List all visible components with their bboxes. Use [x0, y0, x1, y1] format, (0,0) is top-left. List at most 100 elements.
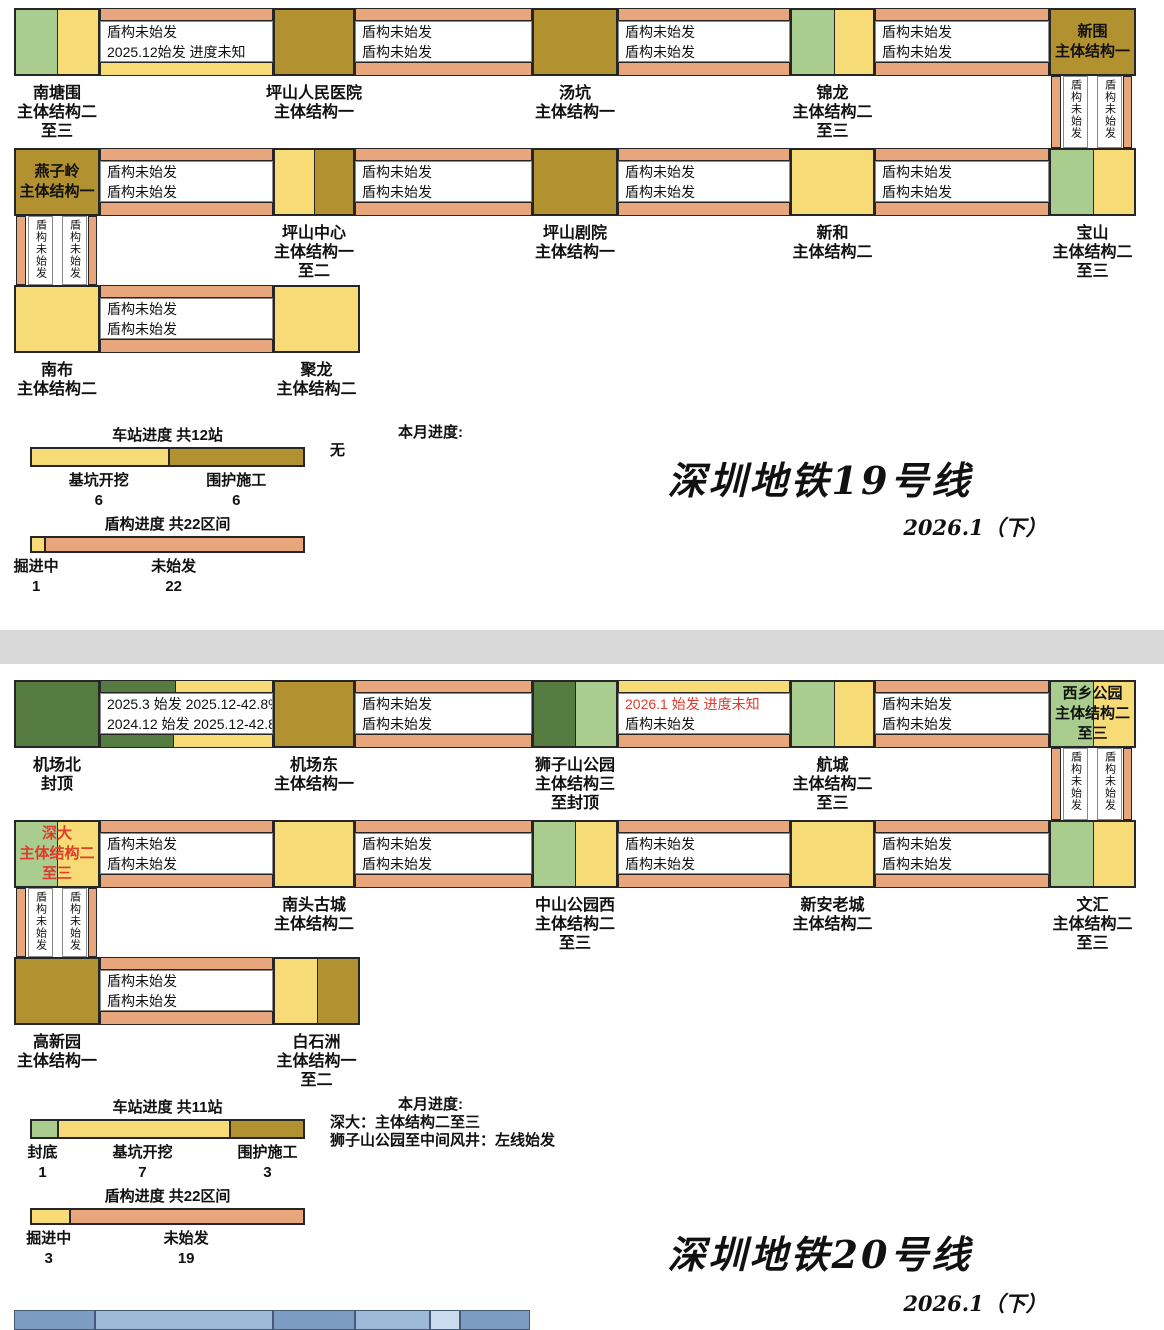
legend-segment [57, 1121, 229, 1137]
station-label-line: 中山公园西 [485, 896, 665, 915]
station-label-line: 坪山人民医院 [224, 84, 404, 103]
station-label: 南布主体结构二 [0, 361, 147, 399]
station-fill [314, 150, 353, 214]
tunnel-strip-segment [619, 9, 789, 20]
legend-segment-count: 6 [39, 491, 159, 511]
vertical-connector: 盾构未始发盾构未始发 [14, 888, 100, 957]
legend-segment [168, 449, 304, 465]
tunnel-strip-top [355, 148, 532, 161]
station-label-line: 主体结构一 [224, 103, 404, 122]
chart-subtitle: 2026.1（下） [865, 512, 1085, 542]
bottom-partial-segment [14, 1310, 95, 1330]
station-fill [1093, 150, 1135, 214]
station-label: 新安老城主体结构二 [743, 896, 923, 934]
station-label-line: 至三 [1003, 262, 1164, 281]
tunnel-strip-bottom [618, 874, 790, 888]
station-fill [275, 959, 317, 1023]
connector-status-line: 盾构未始发 [1102, 749, 1118, 819]
station-label-line: 主体结构二 [227, 380, 407, 399]
tunnel-strip-bottom [355, 874, 532, 888]
tunnel-status-line: 盾构未始发 [362, 835, 531, 854]
tunnel-status-line: 盾构未始发 [625, 163, 789, 182]
tunnel-strip-segment [101, 958, 272, 969]
tunnel-status-box: 盾构未始发盾构未始发 [355, 833, 532, 874]
station-label: 狮子山公园主体结构三至封顶 [485, 756, 665, 813]
tunnel-strip-bottom [618, 202, 790, 216]
legend-segment-count: 3 [207, 1163, 327, 1183]
station-name: 燕子岭主体结构一 [16, 150, 98, 214]
tunnel-strip-segment [619, 821, 789, 832]
tunnel-strip-segment [876, 9, 1048, 20]
tunnel-status-line: 盾构未始发 [362, 715, 531, 734]
station-fill [1093, 822, 1135, 886]
station-fill [534, 150, 616, 214]
legend-title: 盾构进度 共22区间 [30, 513, 305, 534]
tunnel-status-line: 盾构未始发 [882, 695, 1048, 714]
legend-bar [30, 1119, 305, 1139]
station-label-line: 主体结构二 [224, 915, 404, 934]
station-name: 西乡公园主体结构二至三 [1051, 682, 1134, 746]
station-label-line: 白石洲 [227, 1033, 407, 1052]
tunnel-strip-segment [356, 875, 531, 887]
tunnel-status-line: 盾构未始发 [362, 855, 531, 874]
tunnel-status-line: 盾构未始发 [625, 855, 789, 874]
tunnel-status-line: 盾构未始发 [625, 23, 789, 42]
station-name-line: 主体结构一 [16, 182, 98, 202]
station-name-line: 新围 [1051, 22, 1134, 42]
station-label-line: 主体结构二 [1003, 243, 1164, 262]
connector-strip-right [1123, 748, 1132, 820]
bottom-partial-segment [273, 1310, 355, 1330]
legend-segment [44, 538, 303, 551]
tunnel: 盾构未始发盾构未始发 [100, 957, 273, 1025]
tunnel: 2026.1 始发 进度未知盾构未始发 [618, 680, 790, 748]
station-label-line: 至三 [0, 122, 147, 141]
tunnel-strip-segment [876, 63, 1048, 75]
station-label: 中山公园西主体结构二至三 [485, 896, 665, 953]
station-block [14, 8, 100, 76]
connector-strip-left [16, 888, 26, 957]
station-fill [16, 959, 98, 1023]
station-label: 机场东主体结构一 [224, 756, 404, 794]
station-label-line: 坪山剧院 [485, 224, 665, 243]
station-label-line: 封顶 [0, 775, 147, 794]
legend-segment-name: 掘进中 [0, 1229, 109, 1249]
tunnel: 盾构未始发盾构未始发 [875, 8, 1049, 76]
bottom-partial-segment [355, 1310, 430, 1330]
tunnel-status-line: 盾构未始发 [362, 43, 531, 62]
station-label-line: 主体结构二 [485, 915, 665, 934]
station-label-line: 汤坑 [485, 84, 665, 103]
station-label: 机场北封顶 [0, 756, 147, 794]
tunnel-strip-segment [356, 735, 531, 747]
tunnel-strip-segment [101, 286, 272, 297]
station-block [1049, 148, 1136, 216]
station-label: 白石洲主体结构一至二 [227, 1033, 407, 1090]
vertical-connector: 盾构未始发盾构未始发 [14, 216, 100, 285]
station-name: 新围主体结构一 [1051, 10, 1134, 74]
station-fill [57, 10, 98, 74]
station-fill [575, 822, 616, 886]
tunnel-strip-segment [876, 203, 1048, 215]
tunnel-status-box: 盾构未始发盾构未始发 [875, 21, 1049, 62]
station-name-line: 主体结构二 [1051, 704, 1134, 724]
station-label-line: 主体结构二 [0, 380, 147, 399]
tunnel-strip-top [100, 957, 273, 970]
tunnel-strip-segment [876, 735, 1048, 747]
legend-segment [32, 449, 168, 465]
station-label-line: 主体结构二 [1003, 915, 1164, 934]
legend-segment [32, 538, 44, 551]
station-label-line: 高新园 [0, 1033, 147, 1052]
tunnel-status-box: 盾构未始发盾构未始发 [875, 693, 1049, 734]
legend-bar [30, 447, 305, 467]
legend-title: 车站进度 共11站 [30, 1096, 305, 1117]
tunnel-status-box: 2026.1 始发 进度未知盾构未始发 [618, 693, 790, 734]
connector-status-box: 盾构未始发 [1097, 748, 1122, 820]
connector-status-box: 盾构未始发 [1097, 76, 1122, 148]
station-label-line: 至封顶 [485, 794, 665, 813]
station-label-line: 新安老城 [743, 896, 923, 915]
tunnel-status-line: 2026.1 始发 进度未知 [625, 695, 789, 714]
tunnel-strip-top [618, 680, 790, 693]
